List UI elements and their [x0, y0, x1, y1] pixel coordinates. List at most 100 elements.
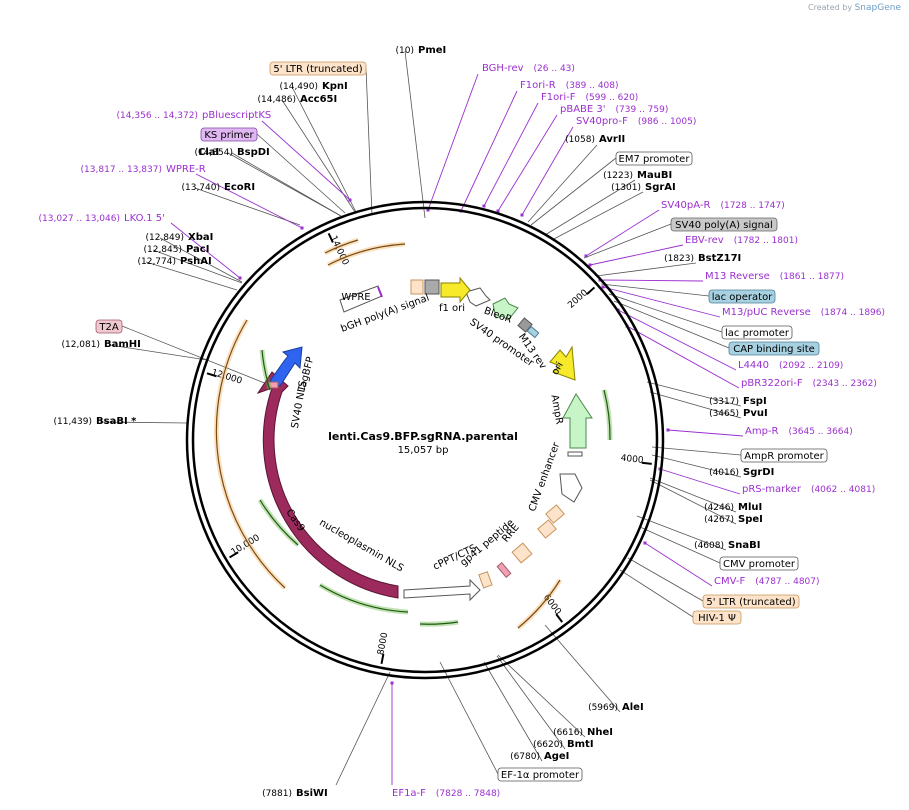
- restriction-site[interactable]: (12,845)PacI: [143, 244, 209, 255]
- feature-box[interactable]: EM7 promoter: [615, 151, 693, 166]
- site-position: (12,081): [61, 340, 100, 350]
- primer-label[interactable]: M13 Reverse(1861 .. 1877): [705, 271, 844, 282]
- site-position: (6620): [533, 740, 563, 750]
- primer-name: EF1a-F: [392, 788, 426, 799]
- feature-box[interactable]: HIV-1 Ψ: [692, 610, 742, 625]
- primer-label[interactable]: pRS-marker(4062 .. 4081): [742, 484, 875, 495]
- restriction-site[interactable]: (1058)AvrII: [565, 134, 625, 145]
- primer-label[interactable]: EF1a-F(7828 .. 7848): [392, 788, 500, 799]
- feature-box[interactable]: EF-1α promoter: [497, 767, 583, 782]
- feature-box-bg: [702, 594, 800, 609]
- backbone-outer: [185, 200, 665, 680]
- feature-box[interactable]: AmpR promoter: [740, 448, 828, 463]
- primer-label[interactable]: F1ori-F(599 .. 620): [541, 92, 638, 103]
- restriction-site[interactable]: (1823)BstZ17I: [664, 253, 741, 264]
- restriction-site[interactable]: (1223)MauBI: [603, 170, 672, 181]
- restriction-site[interactable]: (4267)SpeI: [704, 514, 763, 525]
- feature-box-bg: [497, 767, 583, 782]
- feature-box[interactable]: T2A: [95, 319, 123, 334]
- tick-mark: [327, 232, 334, 243]
- restriction-site[interactable]: (11,439)BsaBI *: [53, 416, 137, 427]
- primer-position: (4787 .. 4807): [755, 577, 819, 587]
- restriction-site[interactable]: (6620) BmtI: [533, 739, 593, 750]
- primer-label[interactable]: SV40pA-R (1728 .. 1747): [661, 200, 785, 211]
- feature-box-label: AmpR promoter: [744, 451, 824, 462]
- restriction-site[interactable]: (14,354)BspDI: [194, 147, 269, 158]
- primer-label[interactable]: (13,817 .. 13,837)WPRE-R: [81, 164, 206, 175]
- primer-label[interactable]: Amp-R(3645 .. 3664): [745, 426, 853, 437]
- primer-label[interactable]: BGH-rev(26 .. 43): [482, 63, 575, 74]
- ltr-feature-inner: [545, 504, 565, 524]
- restriction-site[interactable]: (12,849)XbaI: [145, 232, 213, 243]
- feature-box[interactable]: CMV promoter: [719, 556, 799, 571]
- site-position: (4246): [704, 503, 734, 513]
- primer-label[interactable]: M13/pUC Reverse(1874 .. 1896): [722, 307, 885, 318]
- restriction-site[interactable]: (10)PmeI: [396, 45, 447, 56]
- feature-box[interactable]: 5' LTR (truncated): [269, 61, 367, 76]
- feature-box[interactable]: lac operator: [708, 289, 776, 304]
- restriction-site[interactable]: (12,774)PshAI: [137, 256, 211, 267]
- primer-name: pBABE 3': [560, 104, 606, 115]
- feature-label: f1 ori: [439, 303, 465, 314]
- wpre-primer-mark: [377, 286, 383, 298]
- restriction-site[interactable]: (4608)SnaBI: [694, 540, 760, 551]
- f1-ori-feature[interactable]: [440, 276, 471, 304]
- primer-position: (739 .. 759): [616, 105, 669, 115]
- restriction-site[interactable]: (3317)FspI: [709, 396, 767, 407]
- restriction-site[interactable]: (14,490)KpnI: [279, 81, 347, 92]
- feature-box[interactable]: lac promoter: [721, 325, 793, 340]
- primer-label[interactable]: L4440(2092 .. 2109): [738, 360, 843, 371]
- feature-graphics: [256, 276, 593, 602]
- primer-name: SV40pA-R: [661, 200, 710, 211]
- created-by-text: Created by: [808, 3, 853, 12]
- ampr-feature[interactable]: [562, 393, 593, 449]
- restriction-site[interactable]: (6780)AgeI: [510, 751, 569, 762]
- primer-name: M13/pUC Reverse: [722, 307, 811, 318]
- primer-label[interactable]: EBV-rev(1782 .. 1801): [685, 235, 798, 246]
- restriction-site[interactable]: (1301)SgrAI: [611, 182, 676, 193]
- primer-position: (1728 .. 1747): [720, 201, 784, 211]
- primer-label[interactable]: SV40pro-F(986 .. 1005): [576, 116, 696, 127]
- restriction-site[interactable]: (4016)SgrDI: [709, 467, 774, 478]
- restriction-site[interactable]: ClaI: [198, 147, 219, 158]
- primer-position: (13,027 .. 13,046): [39, 214, 120, 224]
- site-position: (13,740): [181, 183, 220, 193]
- primer-label[interactable]: (14,356 .. 14,372)pBluescriptKS: [117, 110, 272, 121]
- restriction-site[interactable]: (6616)NheI: [553, 727, 613, 738]
- primer-label[interactable]: CMV-F(4787 .. 4807): [714, 576, 820, 587]
- primer-position: (599 .. 620): [585, 93, 638, 103]
- primer-label[interactable]: pBABE 3' (739 .. 759): [560, 104, 668, 115]
- site-name: SgrDI: [743, 467, 774, 478]
- restriction-site[interactable]: (12,081)BamHI: [61, 339, 140, 350]
- feature-box[interactable]: KS primer: [200, 127, 258, 142]
- primer-position: (389 .. 408): [566, 81, 619, 91]
- hiv-psi-feature: [537, 519, 557, 539]
- site-name: KpnI: [322, 81, 348, 92]
- restriction-site[interactable]: (7881)BsiWI: [262, 788, 328, 799]
- site-position: (1823): [664, 254, 694, 264]
- feature-box-label: KS primer: [204, 130, 254, 141]
- feature-box[interactable]: CAP binding site: [728, 341, 820, 356]
- primer-label[interactable]: (13,027 .. 13,046)LKO.1 5': [39, 213, 165, 224]
- primer-label[interactable]: F1ori-R(389 .. 408): [520, 80, 619, 91]
- feature-box[interactable]: SV40 poly(A) signal: [670, 217, 778, 232]
- site-name: BsaBI *: [96, 416, 137, 427]
- plasmid-length: 15,057 bp: [398, 445, 449, 456]
- primer-name: EBV-rev: [685, 235, 724, 246]
- bleor-feature[interactable]: [492, 297, 519, 321]
- site-name: BmtI: [567, 739, 594, 750]
- restriction-site[interactable]: (14,486)Acc65I: [257, 94, 337, 105]
- site-name: AvrII: [599, 134, 625, 145]
- feature-box-label: HIV-1 Ψ: [698, 613, 736, 624]
- feature-box[interactable]: 5' LTR (truncated): [702, 594, 800, 609]
- restriction-site[interactable]: (3465)PvuI: [709, 408, 768, 419]
- primer-label[interactable]: pBR322ori-F(2343 .. 2362): [741, 378, 877, 389]
- restriction-site[interactable]: (5969)AleI: [588, 702, 644, 713]
- restriction-site[interactable]: (4246)MluI: [704, 502, 762, 513]
- restriction-site[interactable]: (13,740)EcoRI: [181, 182, 255, 193]
- primer-position: (13,817 .. 13,837): [81, 165, 162, 175]
- cas9-feature[interactable]: [256, 371, 399, 599]
- ori-feature[interactable]: [549, 345, 576, 381]
- tagbfp-feature[interactable]: [269, 346, 303, 387]
- primer-position: (3645 .. 3664): [789, 427, 853, 437]
